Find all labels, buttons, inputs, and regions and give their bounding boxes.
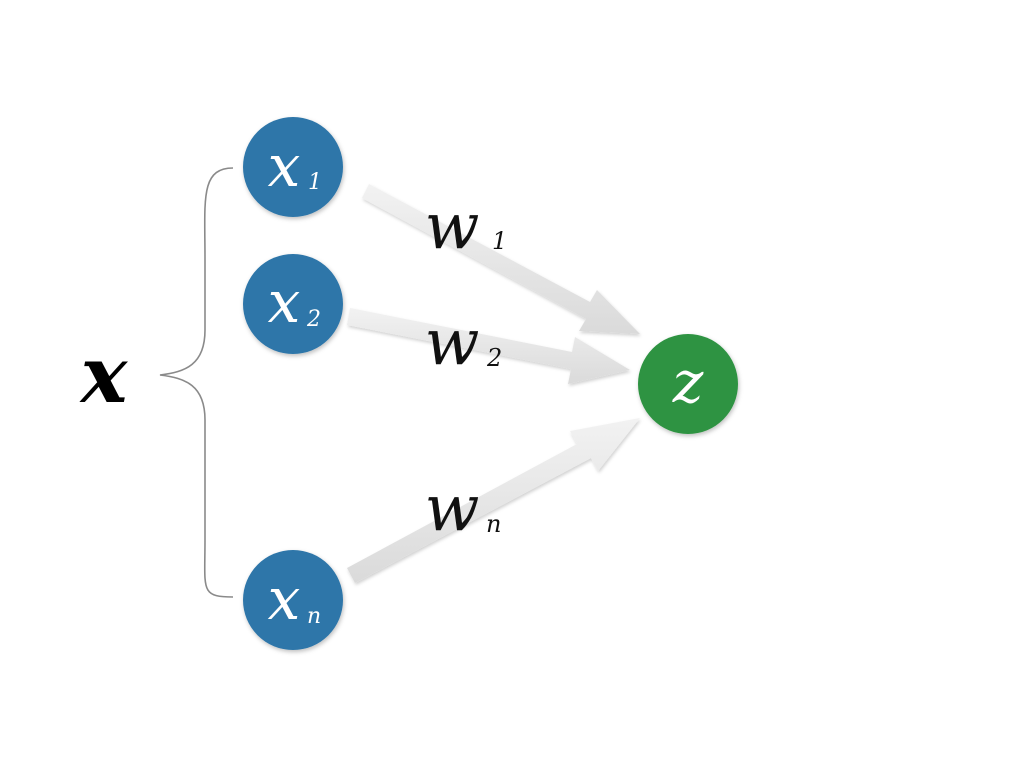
- weight-label-n: w n: [425, 472, 502, 546]
- weight-label-2: w 2: [425, 306, 503, 380]
- svg-text:n: n: [486, 510, 501, 538]
- svg-text:w: w: [425, 190, 480, 264]
- svg-text:x: x: [268, 268, 301, 336]
- svg-text:2: 2: [486, 344, 502, 372]
- svg-text:2: 2: [306, 307, 321, 332]
- input-node-1: x 1: [243, 117, 343, 217]
- weight-arrow-2: [347, 308, 630, 384]
- input-brace: [159, 167, 234, 598]
- output-node-z: z: [638, 334, 738, 434]
- input-node-2: x 2: [243, 254, 343, 354]
- input-vector-label: x: [79, 330, 129, 421]
- svg-text:w: w: [425, 472, 480, 546]
- svg-text:1: 1: [492, 227, 507, 255]
- weight-arrow-n: [347, 418, 640, 583]
- svg-text:x: x: [268, 132, 301, 200]
- svg-text:x: x: [268, 565, 301, 633]
- weight-arrow-1: [362, 184, 640, 334]
- svg-text:w: w: [425, 306, 480, 380]
- svg-text:1: 1: [308, 170, 322, 195]
- input-node-n: x n: [243, 550, 343, 650]
- svg-text:z: z: [672, 348, 704, 416]
- weight-label-1: w 1: [425, 190, 508, 264]
- svg-text:n: n: [307, 604, 321, 629]
